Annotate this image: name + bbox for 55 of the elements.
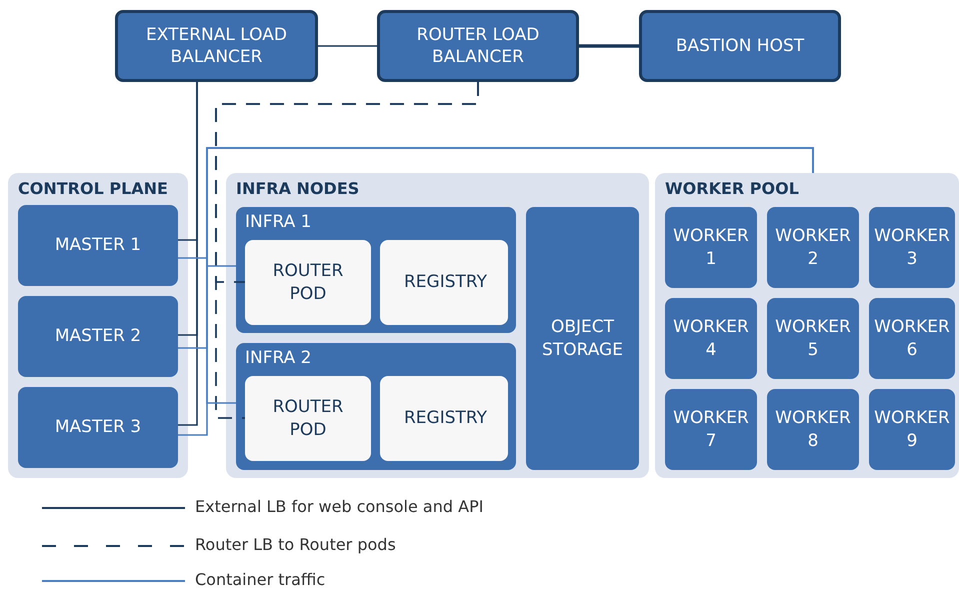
node-label: WORKER 1 bbox=[672, 224, 750, 270]
connector-line bbox=[178, 82, 198, 426]
node-label: WORKER 9 bbox=[873, 406, 951, 452]
node-label: ROUTER POD bbox=[272, 260, 344, 306]
group-panel bbox=[8, 173, 188, 478]
group-heading: WORKER POOL bbox=[665, 179, 799, 198]
node-box bbox=[18, 205, 178, 286]
node-box bbox=[869, 389, 955, 470]
node-label: OBJECT STORAGE bbox=[541, 316, 624, 362]
connector-line bbox=[318, 45, 377, 47]
node-label: MASTER 1 bbox=[54, 234, 142, 257]
group-heading: INFRA 1 bbox=[245, 212, 312, 232]
node-label: ROUTER LOAD BALANCER bbox=[416, 24, 540, 68]
node-label: MASTER 3 bbox=[54, 416, 142, 439]
node-box bbox=[665, 207, 757, 288]
load-balancer-box bbox=[377, 10, 579, 82]
node-label: WORKER 7 bbox=[672, 406, 750, 452]
node-label: WORKER 3 bbox=[873, 224, 951, 270]
group-heading: CONTROL PLANE bbox=[18, 179, 168, 198]
node-box bbox=[767, 298, 859, 379]
node-label: EXTERNAL LOAD BALANCER bbox=[145, 24, 288, 68]
node-label: WORKER 2 bbox=[774, 224, 852, 270]
node-box bbox=[18, 387, 178, 468]
connector-line bbox=[215, 82, 479, 419]
pod-box bbox=[245, 240, 371, 325]
legend-label: External LB for web console and API bbox=[195, 497, 484, 516]
node-label: WORKER 4 bbox=[672, 316, 750, 362]
load-balancer-box bbox=[115, 10, 318, 82]
pod-box bbox=[380, 376, 508, 461]
node-box bbox=[665, 389, 757, 470]
group-panel bbox=[226, 173, 649, 478]
node-box bbox=[869, 207, 955, 288]
node-label: WORKER 5 bbox=[774, 316, 852, 362]
pod-box bbox=[245, 376, 371, 461]
node-box bbox=[665, 298, 757, 379]
node-box bbox=[767, 207, 859, 288]
node-label: WORKER 8 bbox=[774, 406, 852, 452]
node-label: ROUTER POD bbox=[272, 396, 344, 442]
node-group-box bbox=[236, 343, 516, 470]
legend-label: Router LB to Router pods bbox=[195, 535, 396, 554]
node-box bbox=[18, 296, 178, 377]
node-box bbox=[869, 298, 955, 379]
node-box bbox=[767, 389, 859, 470]
node-label: BASTION HOST bbox=[676, 35, 804, 57]
node-label: MASTER 2 bbox=[54, 325, 142, 348]
load-balancer-box bbox=[639, 10, 841, 82]
node-group-box bbox=[236, 207, 516, 333]
node-box bbox=[526, 207, 639, 470]
group-heading: INFRA NODES bbox=[236, 179, 360, 198]
connector-line bbox=[579, 44, 639, 48]
legend-label: Container traffic bbox=[195, 570, 326, 589]
group-panel bbox=[655, 173, 959, 478]
group-heading: INFRA 2 bbox=[245, 348, 312, 368]
node-label: WORKER 6 bbox=[873, 316, 951, 362]
pod-box bbox=[380, 240, 508, 325]
